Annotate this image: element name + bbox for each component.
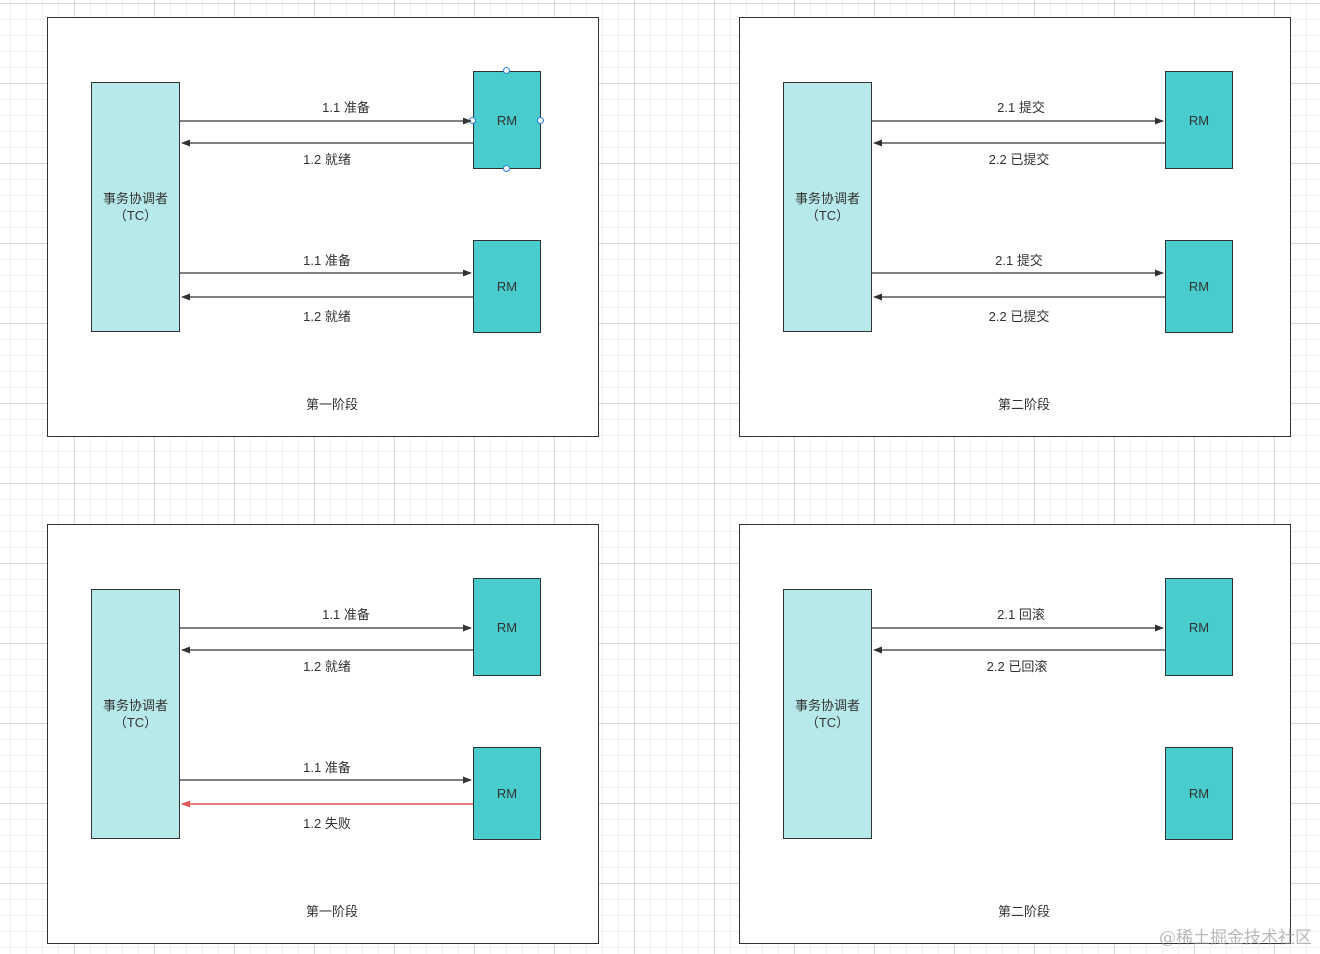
selection-handle[interactable] (503, 67, 510, 74)
tc-sub-label: （TC） (805, 715, 850, 730)
request-label: 1.1 准备 (322, 607, 370, 622)
arrows-layer (180, 117, 473, 301)
request-label: 2.1 回滚 (997, 607, 1045, 622)
tc-sub-label: （TC） (805, 208, 850, 223)
phase-label: 第一阶段 (305, 397, 359, 412)
rm-label: RM (496, 112, 518, 128)
rm-label: RM (496, 619, 518, 635)
rm-label: RM (496, 279, 518, 294)
rm-label: RM (1188, 619, 1210, 635)
response-label: 2.2 已提交 (988, 152, 1050, 167)
resource-manager-box[interactable]: RM (1165, 578, 1233, 676)
transaction-coordinator-box[interactable]: 事务协调者 （TC） (91, 82, 180, 332)
transaction-coordinator-box[interactable]: 事务协调者 （TC） (91, 589, 180, 839)
arrows-layer (872, 117, 1165, 301)
tc-label: 事务协调者 (794, 191, 860, 206)
request-label: 1.1 准备 (322, 100, 370, 115)
response-label: 1.2 就绪 (303, 659, 351, 674)
resource-manager-box[interactable]: RM (473, 240, 541, 333)
phase-label: 第二阶段 (997, 397, 1051, 412)
tc-label: 事务协调者 (102, 698, 168, 713)
resource-manager-box[interactable]: RM (1165, 240, 1233, 333)
failure-label: 1.2 失败 (303, 816, 351, 831)
arrows-layer (872, 624, 1165, 654)
resource-manager-box[interactable]: RM (473, 578, 541, 676)
rm-label: RM (1188, 786, 1210, 801)
request-label: 2.1 提交 (995, 253, 1043, 268)
watermark: @稀土掘金技术社区 (1159, 928, 1312, 948)
transaction-coordinator-box[interactable]: 事务协调者 （TC） (783, 82, 872, 332)
resource-manager-box[interactable]: RM (1165, 747, 1233, 840)
tc-label: 事务协调者 (794, 698, 860, 713)
phase2-rollback-panel: 事务协调者 （TC） RM RM 2.1 回滚 2.2 已回滚 第二阶段 (739, 524, 1291, 944)
tc-label: 事务协调者 (102, 191, 168, 206)
response-label: 2.2 已回滚 (986, 659, 1048, 674)
response-label: 2.2 已提交 (988, 309, 1050, 324)
phase1-success-panel: 事务协调者 （TC） RM RM 1.1 准备 1.2 就绪 1.1 准备 1.… (47, 17, 599, 437)
tc-sub-label: （TC） (113, 208, 158, 223)
selection-handle[interactable] (503, 165, 510, 172)
response-label: 1.2 就绪 (303, 152, 351, 167)
tc-sub-label: （TC） (113, 715, 158, 730)
response-label: 1.2 就绪 (303, 309, 351, 324)
request-label: 2.1 提交 (997, 100, 1045, 115)
phase-label: 第二阶段 (997, 904, 1051, 919)
phase2-commit-panel: 事务协调者 （TC） RM RM 2.1 提交 2.2 已提交 2.1 提交 2… (739, 17, 1291, 437)
resource-manager-box[interactable]: RM (1165, 71, 1233, 169)
request-label: 1.1 准备 (303, 760, 351, 775)
phase1-failure-panel: 事务协调者 （TC） RM RM 1.1 准备 1.2 就绪 1.1 准备 1.… (47, 524, 599, 944)
selection-handle[interactable] (537, 117, 544, 124)
rm-label: RM (1188, 112, 1210, 128)
transaction-coordinator-box[interactable]: 事务协调者 （TC） (783, 589, 872, 839)
request-label: 1.1 准备 (303, 253, 351, 268)
rm-label: RM (1188, 279, 1210, 294)
resource-manager-box[interactable]: RM (473, 747, 541, 840)
phase-label: 第一阶段 (305, 904, 359, 919)
rm-label: RM (496, 786, 518, 801)
arrows-layer (180, 624, 473, 808)
